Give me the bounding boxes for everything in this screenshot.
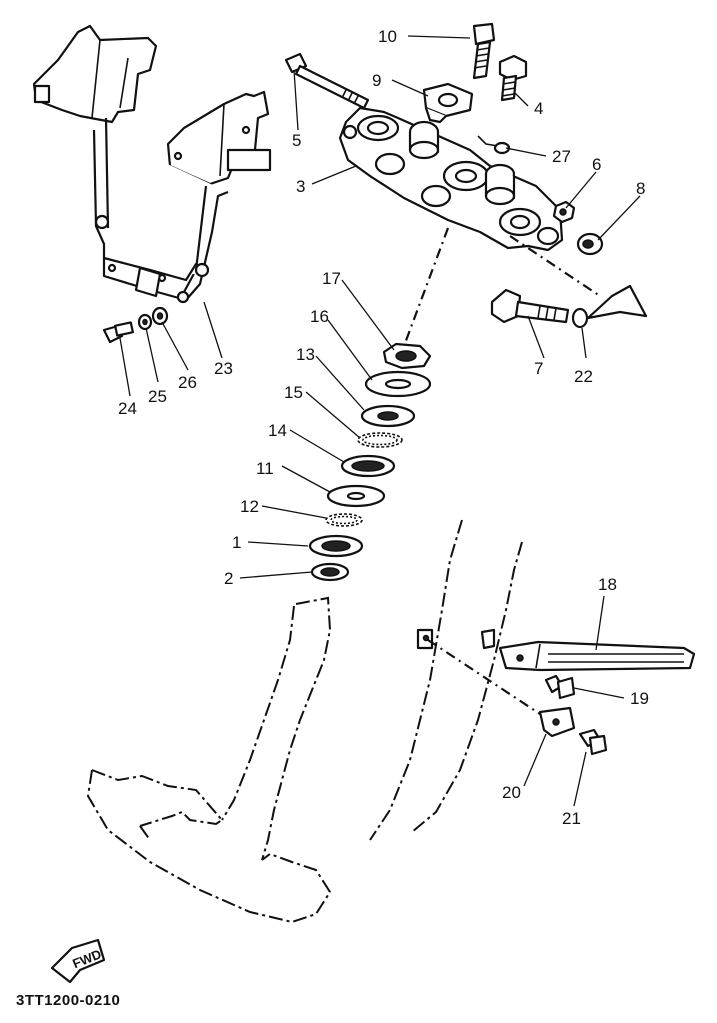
callout-12: 12 (240, 497, 259, 516)
upper-holder (422, 82, 474, 124)
bracket-fasteners (102, 306, 169, 344)
bolt-19 (544, 674, 576, 700)
callout-8: 8 (636, 179, 645, 198)
clip-27 (477, 135, 511, 155)
callout-18: 18 (598, 575, 617, 594)
callout-labels: 10 4 9 5 3 27 6 8 7 22 17 16 13 15 14 11… (118, 27, 649, 828)
callout-16: 16 (310, 307, 329, 326)
callout-14: 14 (268, 421, 287, 440)
nut-6 (552, 200, 576, 224)
bolt-4 (498, 54, 528, 102)
callout-20: 20 (502, 783, 521, 802)
callout-9: 9 (372, 71, 381, 90)
bolt-10 (472, 22, 496, 80)
callout-19: 19 (630, 689, 649, 708)
callout-23: 23 (214, 359, 233, 378)
callout-4: 4 (534, 99, 543, 118)
axis-line-upper (402, 227, 450, 347)
fwd-arrow: FWD (50, 938, 106, 984)
callout-13: 13 (296, 345, 315, 364)
axis-line-lock (427, 639, 541, 715)
drawing-code: 3TT1200-0210 (16, 992, 121, 1009)
callout-6: 6 (592, 155, 601, 174)
callout-22: 22 (574, 367, 593, 386)
callout-2: 2 (224, 569, 233, 588)
bolt-21 (578, 728, 608, 756)
steering-lock-18 (498, 640, 696, 672)
callout-10: 10 (378, 27, 397, 46)
bracket-20 (538, 706, 576, 738)
bolt-7 (490, 288, 570, 324)
frame-outline (369, 519, 523, 841)
callout-15: 15 (284, 383, 303, 402)
under-bracket-outline (86, 596, 332, 924)
callout-7: 7 (534, 359, 543, 378)
callout-3: 3 (296, 177, 305, 196)
callout-27: 27 (552, 147, 571, 166)
cable-clip-22 (571, 284, 648, 329)
callout-24: 24 (118, 399, 137, 418)
collar-8 (576, 232, 604, 256)
axis-line-bolt (509, 235, 601, 297)
leader-lines (119, 35, 641, 807)
headlight-bracket (32, 24, 272, 304)
callout-25: 25 (148, 387, 167, 406)
bearing-stack (308, 342, 432, 582)
callout-17: 17 (322, 269, 341, 288)
callout-1: 1 (232, 533, 241, 552)
upper-bracket (338, 106, 564, 252)
bracket-tab (33, 84, 51, 104)
callout-5: 5 (292, 131, 301, 150)
callout-11: 11 (256, 459, 274, 478)
callout-26: 26 (178, 373, 197, 392)
pinch-bolt-5 (284, 52, 370, 110)
callout-21: 21 (562, 809, 581, 828)
